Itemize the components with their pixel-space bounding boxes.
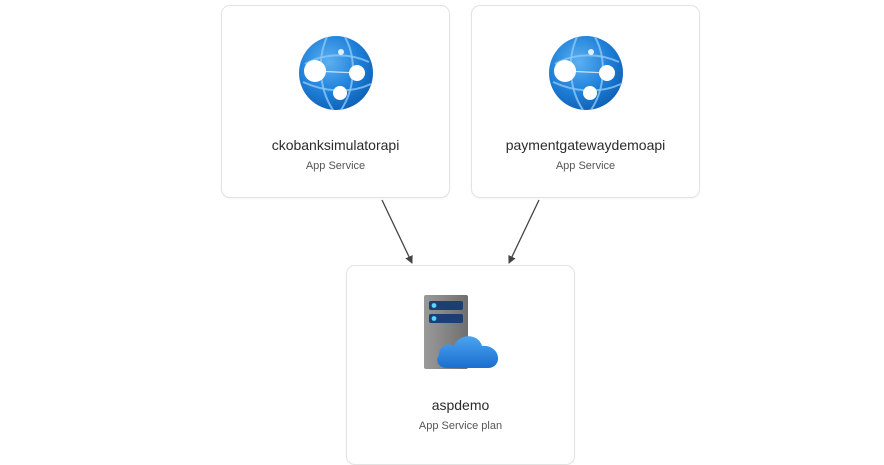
edge-ckobanksimulatorapi-to-aspdemo xyxy=(381,199,413,264)
app-service-plan-icon xyxy=(421,294,501,379)
app-service-globe-icon xyxy=(547,34,625,117)
node-ckobanksimulatorapi[interactable]: ckobanksimulatorapi App Service xyxy=(221,5,450,198)
node-name: aspdemo xyxy=(431,397,490,413)
node-aspdemo[interactable]: aspdemo App Service plan xyxy=(346,265,575,465)
node-name: paymentgatewaydemoapi xyxy=(505,137,666,153)
node-type: App Service xyxy=(305,160,366,172)
node-name: ckobanksimulatorapi xyxy=(271,137,400,153)
node-paymentgatewaydemoapi[interactable]: paymentgatewaydemoapi App Service xyxy=(471,5,700,198)
app-service-globe-icon xyxy=(297,34,375,117)
edge-paymentgatewaydemoapi-to-aspdemo xyxy=(508,199,540,264)
node-type: App Service plan xyxy=(418,420,503,432)
node-type: App Service xyxy=(555,160,616,172)
